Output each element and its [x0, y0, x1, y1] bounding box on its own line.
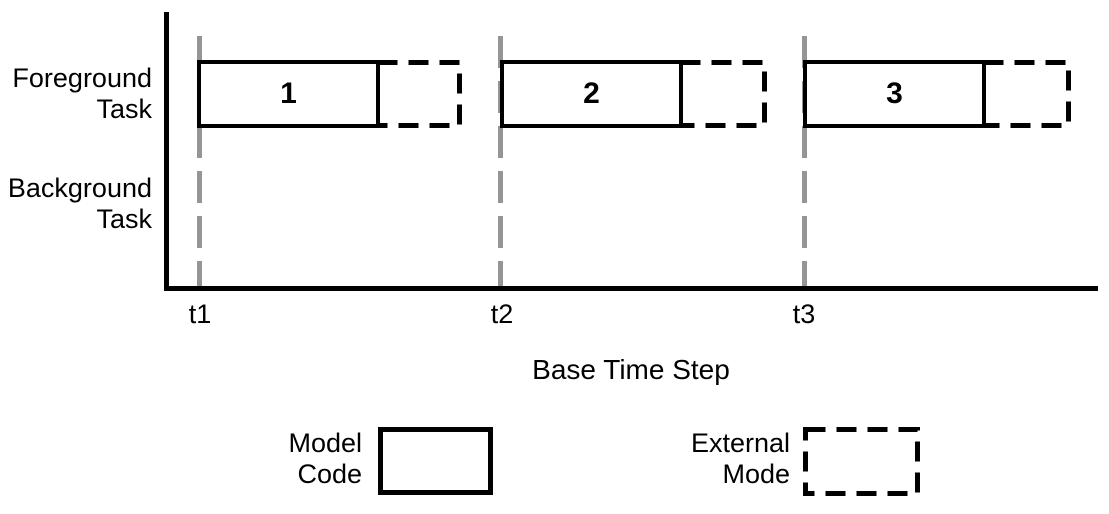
background-task-label-line2: Task	[96, 204, 152, 234]
external-mode-box-3	[981, 60, 1071, 128]
legend-model-code-label-line2: Code	[297, 459, 362, 489]
legend-external-mode-swatch	[803, 427, 920, 496]
legend-external-mode-label: External Mode	[620, 428, 790, 490]
foreground-task-label: Foreground Task	[0, 63, 152, 125]
external-mode-box-1	[375, 60, 462, 128]
model-code-box-1: 1	[197, 60, 380, 128]
legend-external-mode-label-line1: External	[690, 428, 790, 458]
task-number-1: 1	[280, 77, 297, 110]
model-code-box-2: 2	[500, 60, 683, 128]
tick-label-t2: t2	[490, 299, 514, 329]
foreground-task-label-line1: Foreground	[12, 63, 152, 93]
tick-label-t3: t3	[792, 299, 816, 329]
tick-label-t1: t1	[188, 299, 212, 329]
legend-model-code-swatch	[378, 427, 493, 495]
background-task-label: Background Task	[0, 173, 152, 235]
x-axis-title: Base Time Step	[532, 354, 730, 385]
legend-model-code-label-line1: Model	[288, 428, 362, 458]
legend-model-code-label: Model Code	[192, 428, 362, 490]
task-number-3: 3	[886, 77, 903, 110]
external-mode-box-2	[678, 60, 767, 128]
task-number-2: 2	[583, 77, 600, 110]
model-code-box-3: 3	[803, 60, 986, 128]
foreground-task-label-line2: Task	[96, 94, 152, 124]
background-task-label-line1: Background	[7, 173, 152, 203]
legend-external-mode-label-line2: Mode	[722, 459, 790, 489]
